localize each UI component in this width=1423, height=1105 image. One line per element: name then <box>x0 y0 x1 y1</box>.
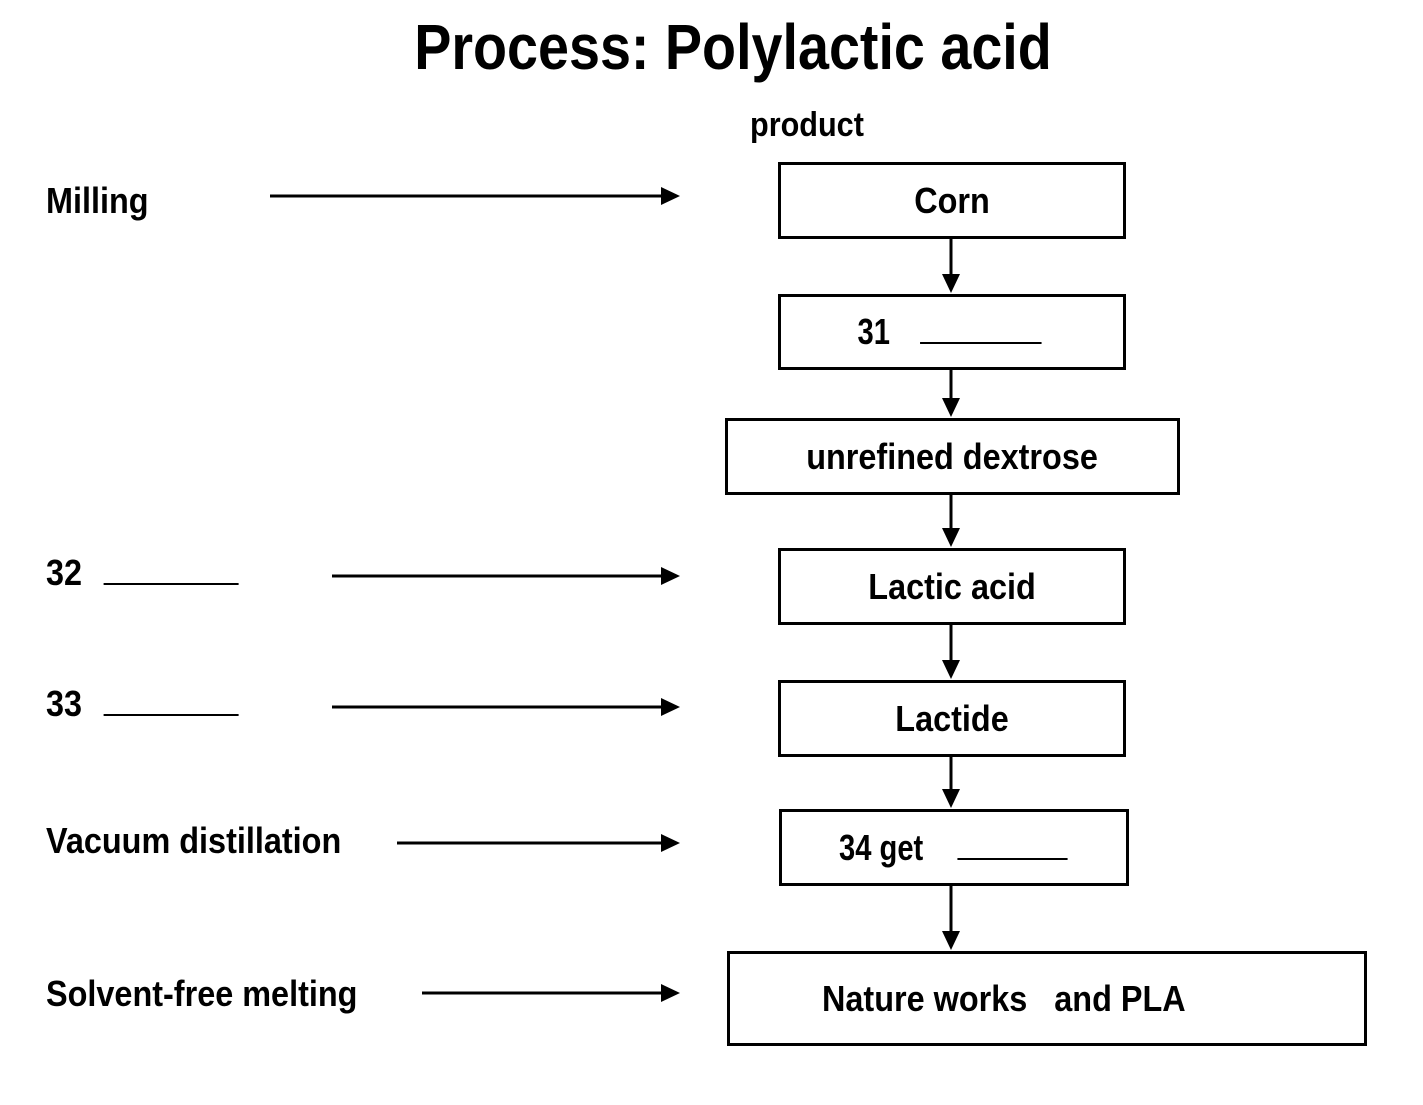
product-box-34: 34 get <box>779 809 1129 886</box>
product-box-lactic-acid: Lactic acid <box>778 548 1126 625</box>
product-34-text: 34 get <box>838 826 924 868</box>
product-label-lactide: Lactide <box>895 697 1009 739</box>
product-label-lactic-acid: Lactic acid <box>868 565 1036 607</box>
arrowhead-33 <box>661 698 680 716</box>
product-box-31: 31 <box>778 294 1126 370</box>
arrowhead-34-to-pla <box>942 931 960 950</box>
process-step-32-number: 32 <box>46 552 83 593</box>
product-label-corn: Corn <box>914 179 990 221</box>
arrowhead-corn-to-31 <box>942 274 960 293</box>
process-step-32-blank <box>103 583 239 585</box>
process-step-32: 32 <box>46 552 239 594</box>
product-label-unrefined-dextrose: unrefined dextrose <box>806 435 1099 477</box>
process-step-solvent-free-melting: Solvent-free melting <box>46 973 358 1014</box>
process-step-33-blank <box>103 714 239 716</box>
process-step-vacuum-distillation: Vacuum distillation <box>46 820 342 861</box>
product-box-unrefined-dextrose: unrefined dextrose <box>725 418 1180 495</box>
product-column-header: product <box>750 106 864 144</box>
arrowhead-lactide-to-34 <box>942 789 960 808</box>
product-label-nature-works-pla: Nature works and PLA <box>822 977 1186 1019</box>
product-box-corn: Corn <box>778 162 1126 239</box>
arrowhead-milling <box>661 187 680 205</box>
arrowhead-31-to-dextrose <box>942 398 960 417</box>
arrowhead-dextrose-to-lactic <box>942 528 960 547</box>
product-box-lactide: Lactide <box>778 680 1126 757</box>
product-label-31: 31 <box>856 311 1049 353</box>
product-34-blank <box>957 857 1068 860</box>
product-31-blank <box>920 342 1042 344</box>
product-box-nature-works-pla: Nature works and PLA <box>727 951 1367 1046</box>
product-label-34: 34 get <box>834 827 1073 869</box>
diagram-title: Process: Polylactic acid <box>414 11 1052 83</box>
product-31-number: 31 <box>857 311 890 352</box>
process-step-33: 33 <box>46 683 239 725</box>
arrowhead-32 <box>661 567 680 585</box>
process-step-33-number: 33 <box>46 683 83 724</box>
process-step-milling: Milling <box>46 180 149 221</box>
arrowhead-vacuum-distillation <box>661 834 680 852</box>
arrowhead-lactic-to-lactide <box>942 660 960 679</box>
arrowhead-solvent-free-melting <box>661 984 680 1002</box>
